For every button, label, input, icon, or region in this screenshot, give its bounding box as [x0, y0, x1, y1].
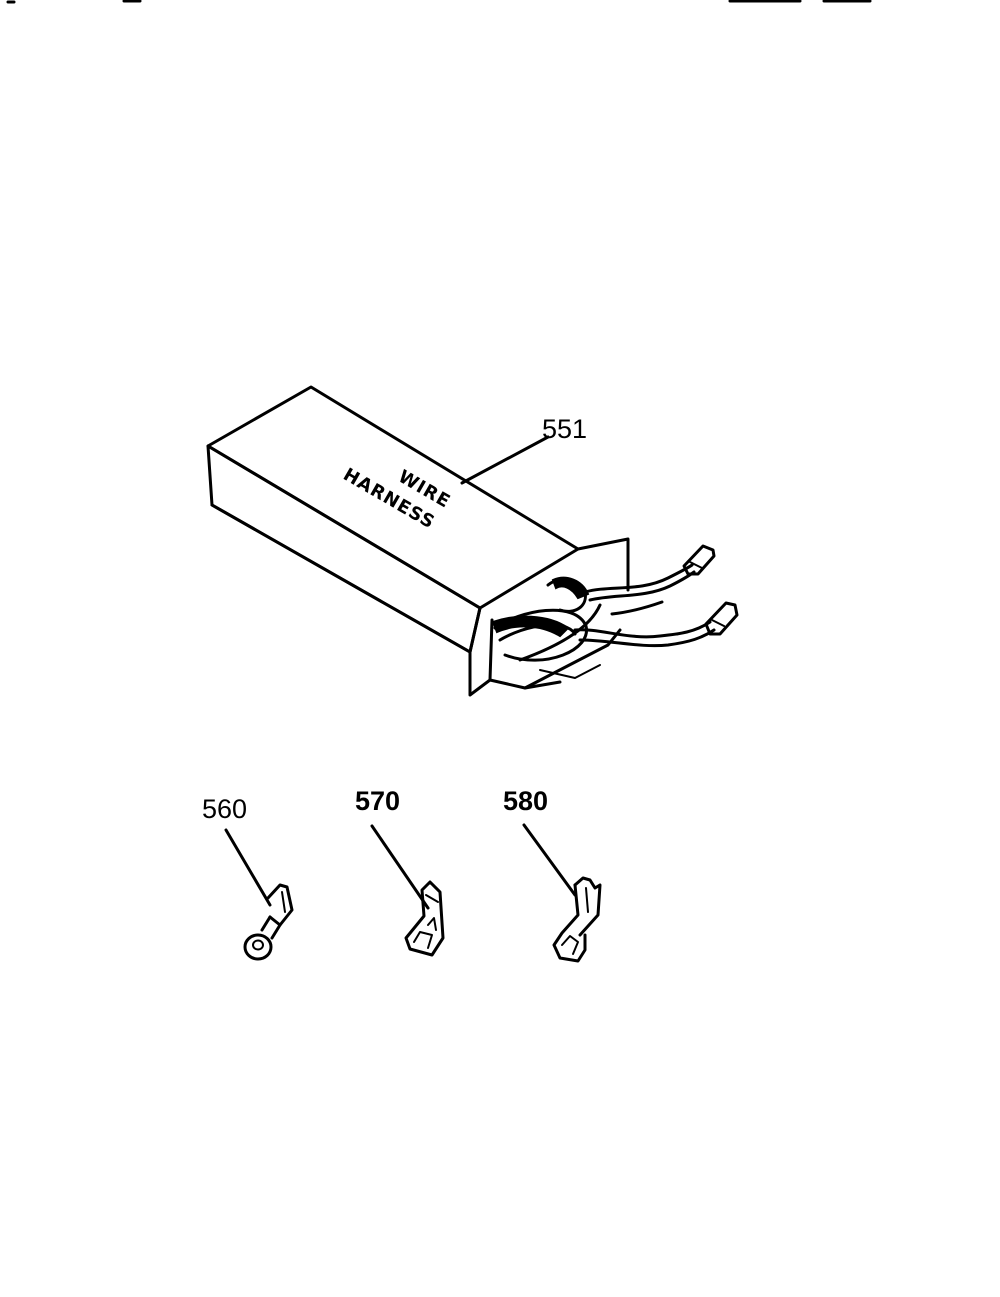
terminal-ring-560 [224, 828, 294, 961]
terminal-flag-570 [370, 824, 445, 957]
wire-harness-box: WIRE HARNESS [206, 385, 739, 697]
callout-label-560: 560 [202, 794, 247, 824]
callout-label-570: 570 [355, 786, 400, 816]
page-edge-marks [6, 0, 872, 4]
callout-label-580: 580 [503, 786, 548, 816]
terminal-spade-580 [522, 823, 602, 963]
callout-label-551: 551 [542, 414, 587, 444]
callout-551: 551 [460, 414, 587, 485]
